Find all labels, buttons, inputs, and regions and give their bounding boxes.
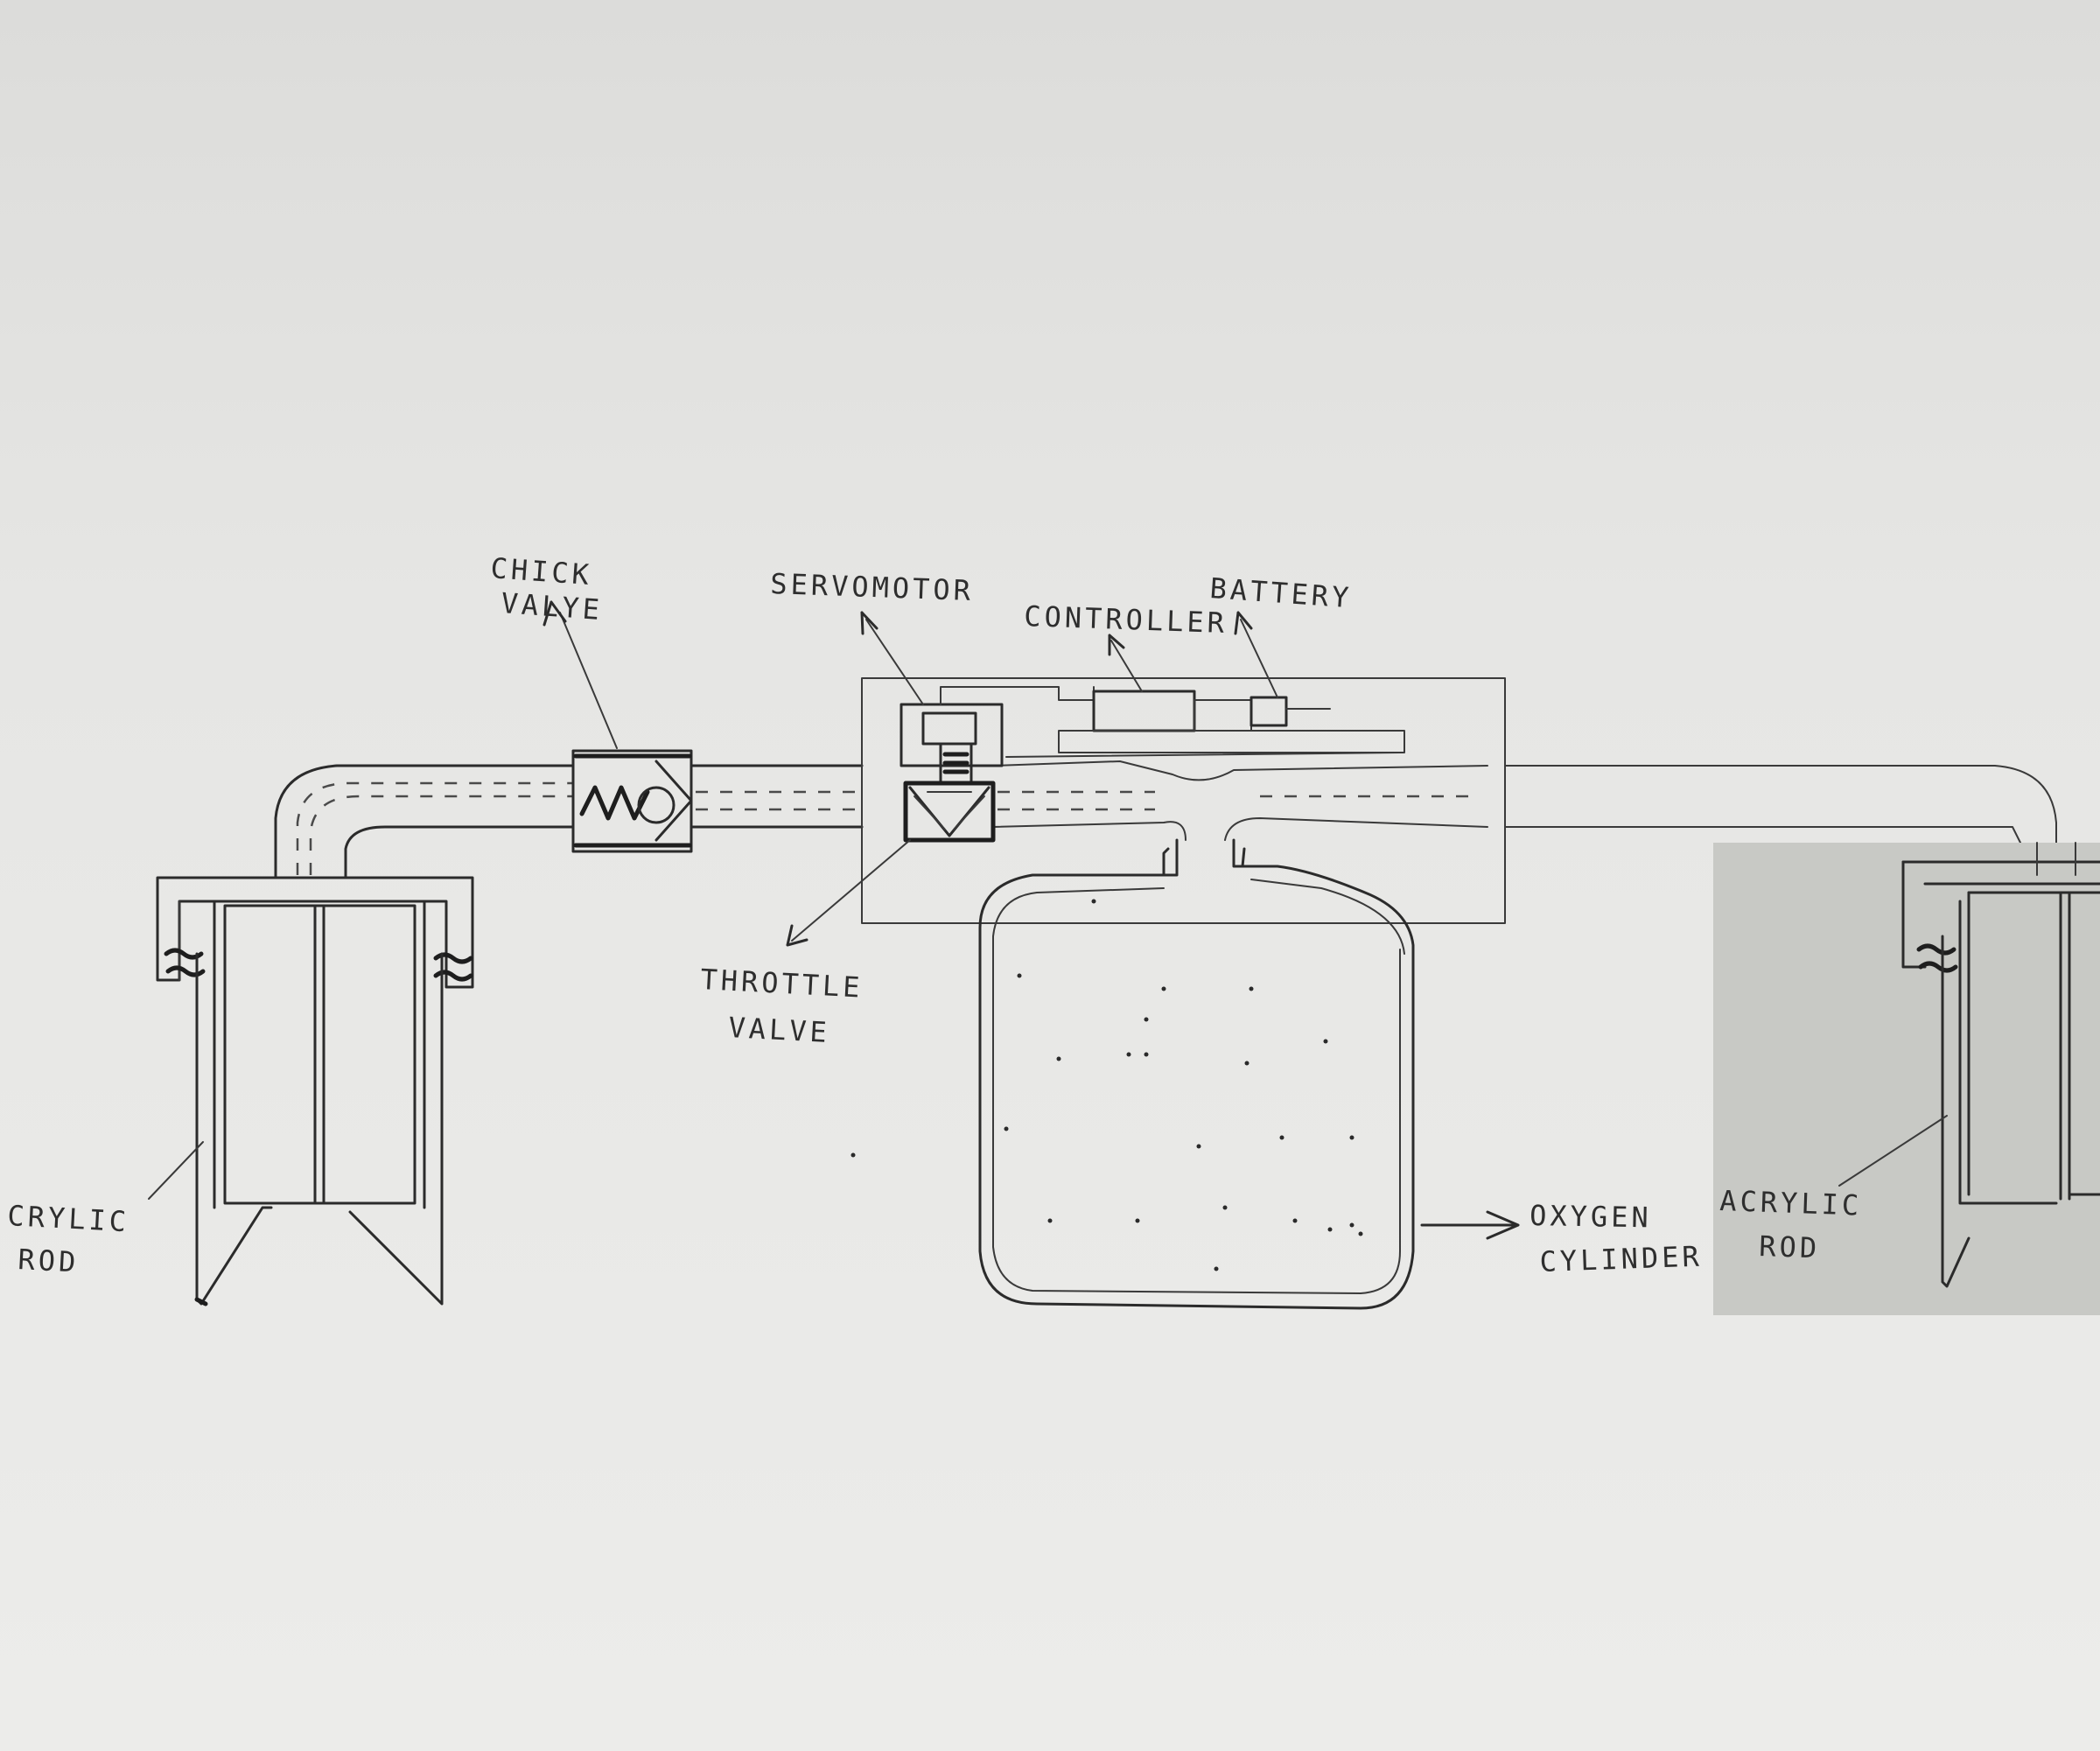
- label-left-rod-line2: ROD: [18, 1243, 80, 1279]
- label-check-valve-line1: CHICK: [489, 551, 593, 592]
- label-servomotor: SERVOMOTOR: [770, 567, 975, 607]
- label-left-rod-line1: CRYLIC: [7, 1199, 130, 1238]
- label-oxygen-cylinder-line1: OXYGEN: [1530, 1199, 1652, 1234]
- label-right-rod-line1: ACRYLIC: [1719, 1184, 1863, 1222]
- left-rod-assembly: [148, 876, 474, 1306]
- label-right-rod-line2: ROD: [1759, 1229, 1821, 1264]
- label-oxygen-cylinder-line2: CYLINDER: [1539, 1240, 1703, 1278]
- middle-tube: [690, 764, 864, 829]
- check-valve: [542, 600, 693, 853]
- control-housing: [786, 611, 1506, 947]
- right-hose: [1504, 765, 2057, 845]
- oxygen-cylinder: [850, 838, 1520, 1310]
- label-controller: CONTROLLER: [1024, 599, 1228, 640]
- label-check-valve-line2: VALYE: [500, 586, 604, 627]
- inset-photo: [1713, 842, 2100, 1315]
- labels: CHICK VALYE SERVOMOTOR CONTROLLER BATTER…: [7, 551, 1863, 1279]
- left-hose: [274, 764, 575, 879]
- label-throttle-valve-line2: VALVE: [728, 1011, 831, 1049]
- cylinder-dots: [850, 899, 1363, 1271]
